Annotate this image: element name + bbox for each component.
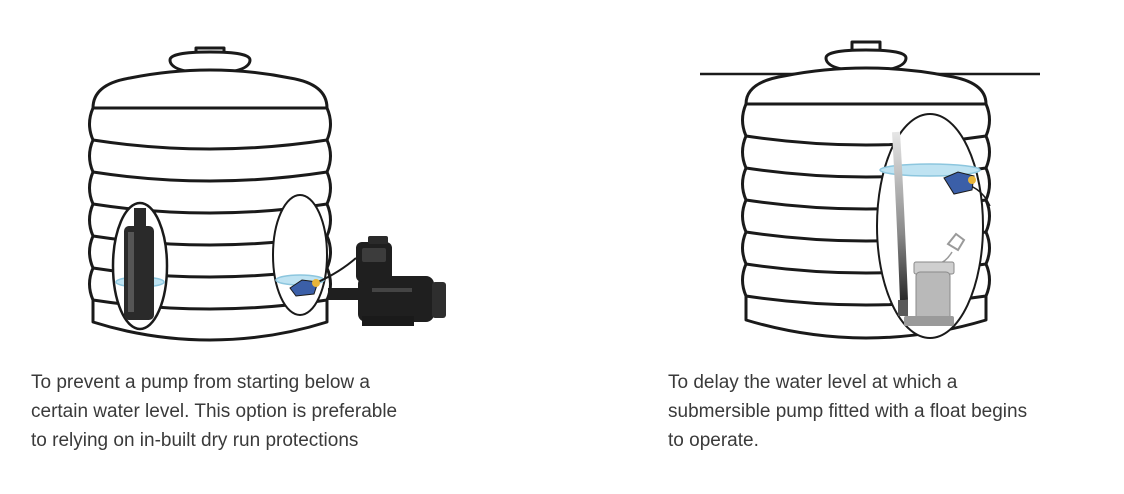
cutaway-right — [272, 194, 357, 316]
submersible-pump-icon — [124, 208, 154, 320]
right-diagram — [700, 40, 1040, 340]
cutaway-center — [876, 113, 991, 339]
discharge-pipe — [892, 131, 908, 301]
float-switch-icon — [289, 279, 320, 297]
panel-right: To delay the water level at which a subm… — [560, 0, 1124, 494]
cutaway-left — [111, 201, 169, 331]
submersible-pump-icon — [898, 232, 966, 326]
panel-left: To prevent a pump from starting below a … — [0, 0, 560, 494]
caption-left: To prevent a pump from starting below a … — [31, 372, 398, 451]
caption-right: To delay the water level at which a subm… — [668, 372, 1028, 451]
surface-pump-icon — [328, 236, 446, 326]
float-switch-icon — [943, 171, 976, 195]
left-diagram — [88, 46, 446, 342]
